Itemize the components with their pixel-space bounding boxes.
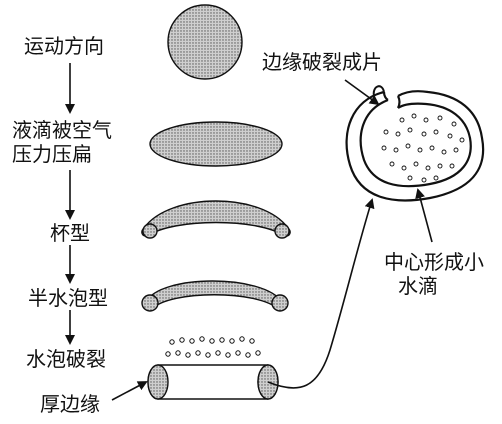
stage-label-half-bubble: 半水泡型 (28, 286, 108, 310)
rim-to-ring-arrow (267, 198, 375, 389)
center-droplets (381, 113, 465, 183)
edge-pointer-arrow (344, 79, 380, 106)
center-droplets-label-line-1: 中心形成小 (384, 250, 484, 274)
droplet-sphere (167, 4, 243, 80)
stage-label-bubble-burst: 水泡破裂 (26, 347, 106, 371)
center-droplets-label: 中心形成小 水滴 (384, 250, 502, 298)
stage-label-flattened-line-2: 压力压扁 (12, 142, 92, 166)
stage-label-flattened-line-1: 液滴被空气 (12, 118, 112, 142)
edge-break-label: 边缘破裂成片 (262, 50, 382, 74)
rim-pointer-arrow (111, 381, 148, 401)
stage-label-flattened: 液滴被空气 压力压扁 (12, 118, 152, 166)
center-droplets-label-line-2: 水滴 (398, 274, 438, 298)
droplet-flattened (149, 121, 283, 167)
burst-droplets (165, 336, 261, 358)
droplet-half-bubble (143, 280, 285, 310)
broken-ring-inner (359, 98, 472, 188)
stage-label-cup: 杯型 (50, 221, 90, 245)
droplet-cup (141, 200, 291, 237)
stage-label-motion-direction: 运动方向 (24, 34, 104, 58)
rim-label: 厚边缘 (40, 392, 100, 416)
edge-flap (372, 85, 385, 97)
center-pointer-arrow (415, 188, 433, 243)
broken-ring-outer (345, 90, 485, 202)
